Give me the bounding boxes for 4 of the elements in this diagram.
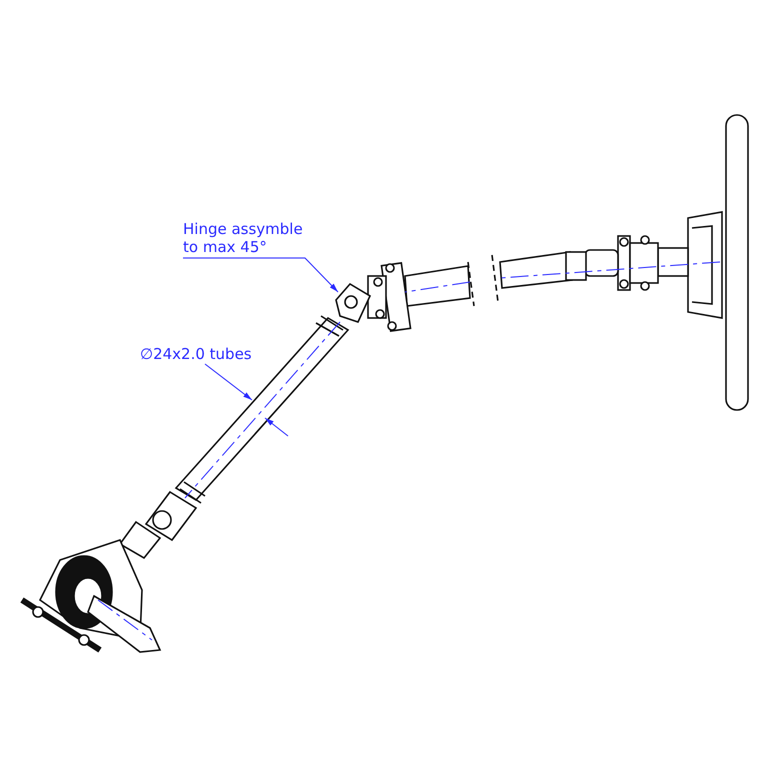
callout-note: Hinge assymble to max 45° bbox=[183, 220, 315, 256]
universal-joint bbox=[335, 282, 372, 323]
dimension-text: ∅24x2.0 tubes bbox=[140, 345, 252, 363]
leader-line bbox=[182, 258, 338, 292]
